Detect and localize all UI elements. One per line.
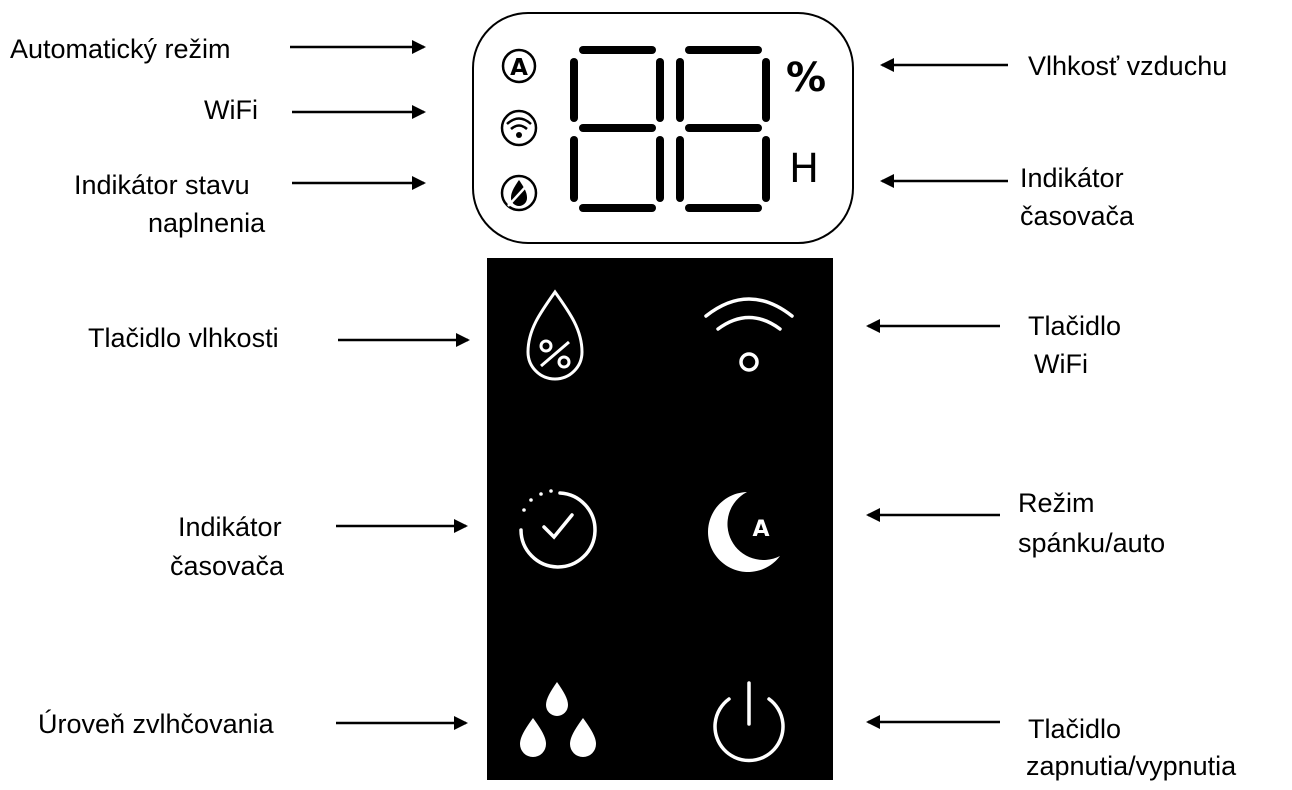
control-panel — [487, 258, 833, 780]
label-auto-mode: Automatický režim — [10, 34, 231, 64]
label-air-humidity: Vlhkosť vzduchu — [1028, 51, 1228, 81]
arrows-right — [866, 58, 1008, 729]
label-timer-right-line2: časovača — [1020, 201, 1135, 231]
label-power-button-line2: zapnutia/vypnutia — [1026, 751, 1237, 781]
auto-letter: A — [510, 55, 528, 81]
digit-2 — [676, 46, 770, 212]
wifi-indicator-icon — [500, 109, 538, 147]
label-wifi-button-line1: Tlačidlo — [1028, 311, 1122, 341]
label-mist-level: Úroveň zvlhčovania — [38, 709, 274, 739]
water-drops-icon[interactable] — [520, 682, 596, 757]
label-power-button-line1: Tlačidlo — [1028, 714, 1122, 744]
label-fill-indicator-line1: Indikátor stavu — [74, 170, 250, 200]
digit-1 — [570, 46, 664, 212]
label-fill-indicator-line2: naplnenia — [148, 208, 266, 238]
water-fill-icon — [500, 174, 538, 212]
arrows-left — [290, 40, 470, 730]
label-timer-indicator-line1: Indikátor — [178, 512, 282, 542]
label-wifi: WiFi — [204, 95, 258, 125]
label-sleep-auto-line2: spánku/auto — [1018, 528, 1166, 558]
percent-symbol: % — [786, 55, 827, 101]
auto-mode-icon: A — [501, 48, 537, 84]
label-timer-right-line1: Indikátor — [1020, 163, 1124, 193]
label-timer-indicator-line2: časovača — [170, 551, 285, 581]
label-humidity-button: Tlačidlo vlhkosti — [88, 323, 279, 353]
label-sleep-auto-line1: Režim — [1018, 488, 1095, 518]
hour-symbol: H — [789, 146, 820, 192]
power-icon[interactable] — [713, 681, 785, 763]
label-wifi-button-line2: WiFi — [1034, 349, 1088, 379]
humidity-drop-icon[interactable] — [526, 289, 584, 381]
moon-icon[interactable]: A — [708, 492, 780, 572]
sleep-letter: A — [752, 517, 769, 542]
wifi-icon[interactable] — [704, 297, 794, 372]
timer-clock-icon[interactable] — [519, 489, 597, 569]
